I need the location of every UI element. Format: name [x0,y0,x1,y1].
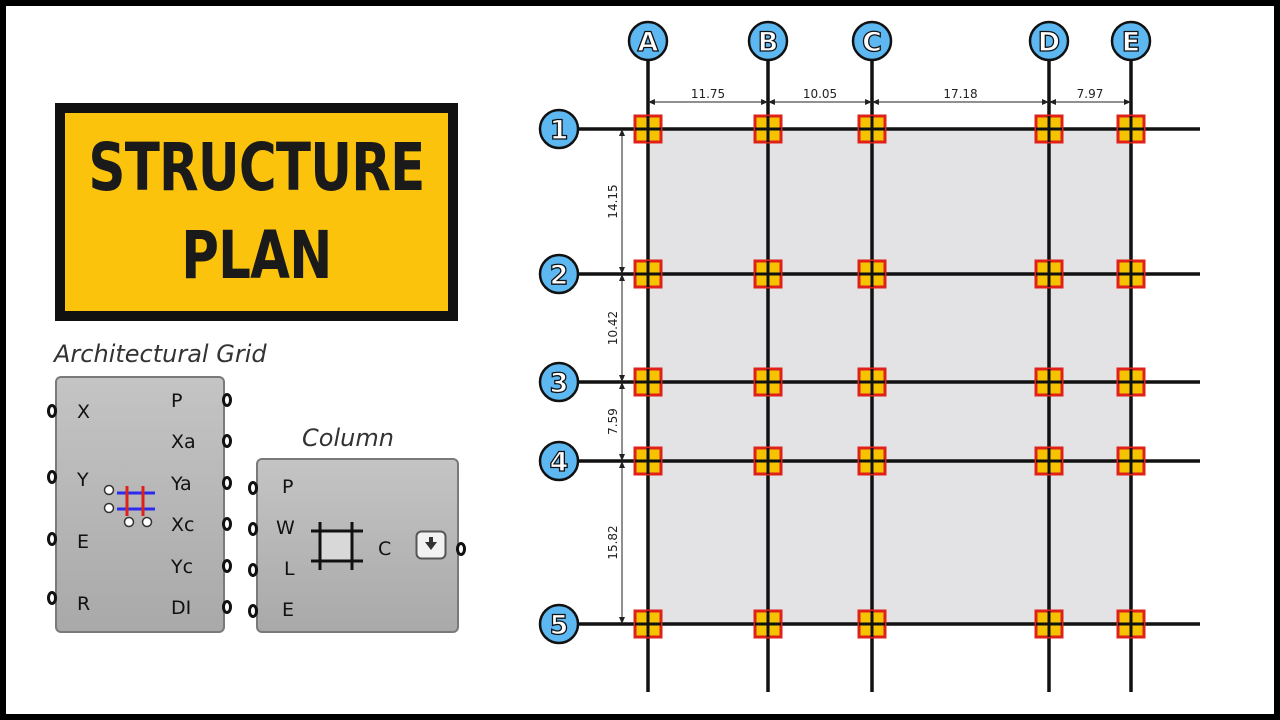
output-pin[interactable] [222,600,232,614]
dimension-arrow [619,129,625,136]
output-port-xa: Xa [171,431,196,453]
dimension-arrow [619,454,625,461]
axis-label: 3 [550,368,569,399]
axis-bubble-1 [538,108,580,150]
dimension-arrow [619,375,625,382]
dimension-label: 11.75 [691,87,725,101]
dimension-arrow [619,274,625,281]
grid-icon [103,484,155,528]
dimension-label: 15.82 [606,525,620,559]
dimension-arrow [761,99,768,105]
axis-bubble-B [747,20,789,62]
output-port-p: P [171,390,183,412]
input-port-e: E [282,599,295,621]
axis-bubble-3 [538,361,580,403]
dimension-arrow [619,617,625,624]
dimension-arrow [619,461,625,468]
arrow-down-icon[interactable] [415,530,447,560]
dimension-arrow [619,267,625,274]
output-pin[interactable] [222,517,232,531]
architectural-grid-label: Architectural Grid [54,340,267,368]
title-line-1: STRUCTURE [88,129,425,206]
axis-label: B [758,27,779,58]
dimension-label: 14.15 [606,184,620,218]
input-pin[interactable] [47,532,57,546]
dimension-label: 7.97 [1077,87,1104,101]
dimension-arrow [872,99,879,105]
title-line-2: PLAN [181,217,332,294]
axis-bubble-E [1110,20,1152,62]
input-pin[interactable] [248,563,258,577]
axis-label: A [638,27,659,58]
axis-bubble-4 [538,440,580,482]
dimension-arrow [768,99,775,105]
dimension-label: 17.18 [943,87,977,101]
axis-bubble-2 [538,253,580,295]
axis-label: E [1122,27,1140,58]
dimension-arrow [619,382,625,389]
dimension-arrow [1049,99,1056,105]
dimension-label: 10.42 [606,311,620,345]
axis-label: 5 [550,610,569,641]
column-component[interactable]: P W L E C [256,458,459,633]
output-pin[interactable] [222,393,232,407]
output-port-yc: Yc [171,556,194,578]
output-pin[interactable] [222,559,232,573]
output-port-xc: Xc [171,514,195,536]
input-pin[interactable] [47,591,57,605]
axis-bubble-D [1028,20,1070,62]
axis-bubble-A [627,20,669,62]
input-pin[interactable] [47,470,57,484]
input-port-w: W [276,517,295,539]
input-port-e: E [77,531,90,553]
architectural-grid-component[interactable]: X Y E R P Xa Ya Xc Yc DI [55,376,225,633]
input-pin[interactable] [47,404,57,418]
input-port-x: X [77,401,91,423]
output-pin[interactable] [222,434,232,448]
dimension-arrow [1124,99,1131,105]
axis-label: D [1038,27,1060,58]
axis-bubble-5 [538,603,580,645]
output-port-dl: DI [171,597,192,619]
output-pin[interactable] [456,542,466,556]
output-port-c: C [378,538,392,560]
dimension-arrow [648,99,655,105]
input-port-p: P [282,476,294,498]
axis-bubble-C [851,20,893,62]
input-port-y: Y [77,469,89,491]
dimension-arrow [1042,99,1049,105]
output-pin[interactable] [222,476,232,490]
axis-label: 1 [550,115,569,146]
axis-label: 4 [550,447,569,478]
output-port-ya: Ya [171,473,192,495]
input-port-r: R [77,593,91,615]
dimension-label: 10.05 [803,87,837,101]
axis-label: 2 [550,260,569,291]
column-section-icon [311,522,363,570]
axis-label: C [862,27,882,58]
input-pin[interactable] [248,522,258,536]
dimension-arrow [865,99,872,105]
input-pin[interactable] [248,604,258,618]
title-box: STRUCTURE PLAN [55,103,458,321]
dimension-label: 7.59 [606,408,620,435]
column-label: Column [302,424,394,452]
title-panel: STRUCTURE PLAN [65,113,448,311]
input-pin[interactable] [248,481,258,495]
input-port-l: L [284,558,295,580]
